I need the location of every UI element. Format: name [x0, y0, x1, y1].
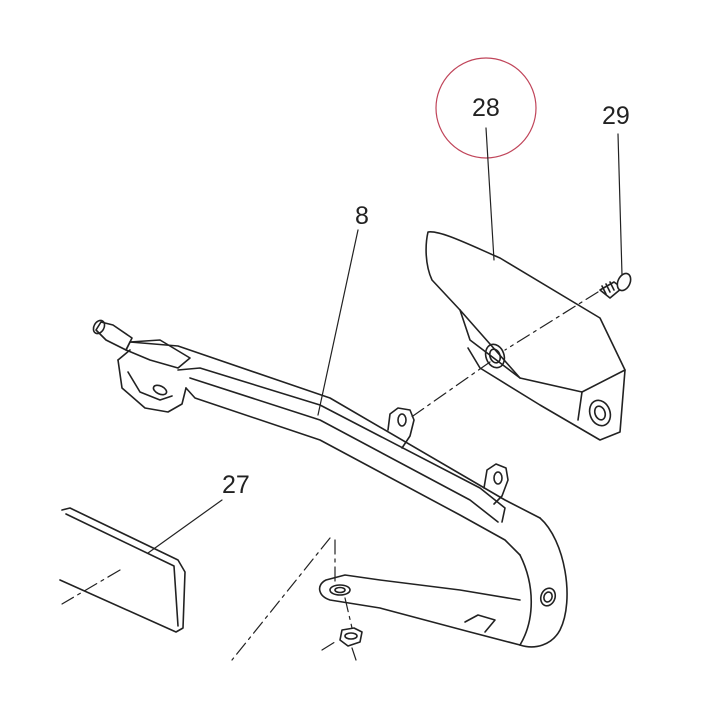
part-label-29: 29: [602, 102, 630, 130]
part-29-screw: [599, 272, 632, 299]
center-lines: [61, 291, 599, 661]
part-label-27: 27: [222, 471, 250, 499]
part-27-pad: [59, 507, 186, 633]
small-nut: [339, 627, 363, 647]
part-label-28: 28: [472, 94, 500, 122]
leader-lines: [147, 127, 623, 554]
highlight-circle: [435, 57, 537, 159]
part-label-8: 8: [355, 202, 369, 230]
part-8-bracket: [92, 319, 568, 648]
part-28-cover: [425, 231, 626, 441]
